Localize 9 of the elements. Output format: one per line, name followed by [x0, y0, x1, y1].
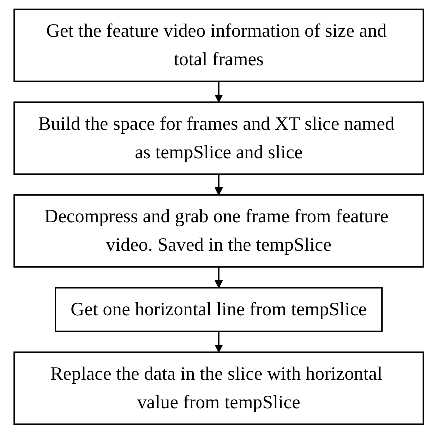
arrow: [214, 82, 224, 103]
arrow: [214, 332, 224, 353]
node-box: Build the space for frames and XT slice named as tempSlice and slice: [14, 102, 424, 176]
arrow: [214, 174, 224, 196]
node-box: Get the feature video information of size and total frames: [14, 8, 424, 82]
node-box: Replace the data in the slice with horizontal value from tempSlice: [14, 352, 424, 426]
node-box: Decompress and grab one frame from feature video. Saved in the tempSlice: [14, 194, 424, 268]
node-box: Get one horizontal line from tempSlice: [55, 287, 383, 332]
arrow: [214, 267, 224, 288]
